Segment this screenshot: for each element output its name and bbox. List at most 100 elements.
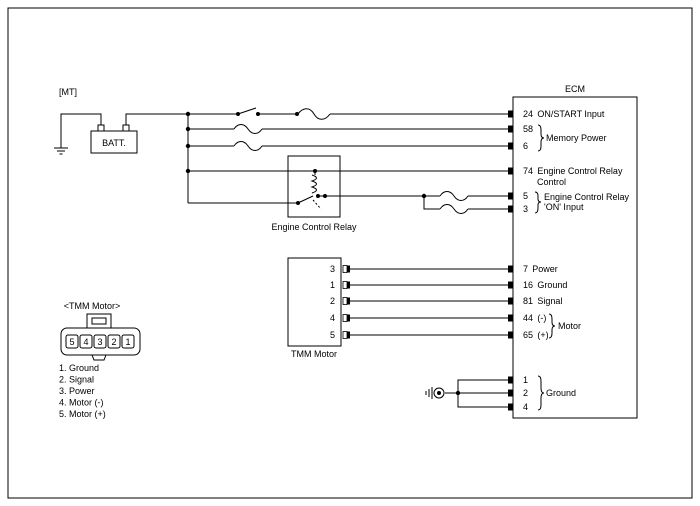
tmm-pin-terminal <box>347 331 350 339</box>
brace-memory-power <box>537 124 545 152</box>
ecm-pin-number: 4 <box>523 402 528 412</box>
diagram-frame <box>7 7 693 499</box>
ecm-pin-terminal <box>508 142 513 150</box>
group-label-relay-control: Control <box>537 177 566 187</box>
ecm-pin-terminal <box>508 389 513 397</box>
tmm-pin-housing <box>342 265 348 273</box>
tmm-pin-number: 3 <box>330 264 335 274</box>
tmm-pin-housing <box>342 281 348 289</box>
ecm-title: ECM <box>565 84 585 94</box>
connector-legend-item: 4. Motor (-) <box>59 398 104 408</box>
wire-junction <box>455 390 461 396</box>
ecm-pin-terminal <box>508 281 513 289</box>
connector-pin-cell <box>65 334 79 349</box>
ecm-pin-terminal <box>508 297 513 305</box>
tmm-pin-number: 1 <box>330 280 335 290</box>
relay-box <box>287 155 341 218</box>
engine-control-relay-label: Engine Control Relay <box>271 222 357 232</box>
tmm-pin-terminal <box>347 297 350 305</box>
connector-housing <box>60 327 141 356</box>
ecm-pin-number: 81 <box>523 296 533 306</box>
ecm-pin-terminal <box>508 192 513 200</box>
ecm-pin-number: 44 <box>523 313 533 323</box>
ecm-pin-terminal <box>508 331 513 339</box>
variant-label: [MT] <box>59 87 77 97</box>
tmm-pin-housing <box>342 331 348 339</box>
ecm-pin-terminal <box>508 265 513 273</box>
connector-title: <TMM Motor> <box>64 301 121 311</box>
ecm-pin-terminal <box>508 167 513 175</box>
ecm-box <box>512 96 638 419</box>
ecm-pin-terminal <box>508 376 513 384</box>
ecm-pin-number: 2 <box>523 388 528 398</box>
connector-pin-cell <box>93 334 107 349</box>
ecm-pin-number: 65 <box>523 330 533 340</box>
battery-ground-wire <box>60 113 102 148</box>
tmm-pin-number: 5 <box>330 330 335 340</box>
brace-ground <box>537 375 545 411</box>
ecm-pin-label: (-) <box>537 313 546 323</box>
connector-pin-number: 5 <box>69 337 74 347</box>
battery-label: BATT. <box>102 138 126 148</box>
ecm-pin-label: ON/START Input <box>537 109 605 119</box>
ecm: ECM <box>512 84 638 419</box>
group-label-ground: Ground <box>546 388 576 398</box>
battery-terminal-positive <box>122 124 130 132</box>
battery-positive-wire <box>125 113 188 125</box>
relay-contact <box>297 195 314 204</box>
group-label-motor: Motor <box>558 321 581 331</box>
ecm-pin-number: 74 <box>523 166 533 176</box>
connector-pin-cell <box>121 334 135 349</box>
connector-pin-cell <box>107 334 121 349</box>
relay-coil <box>310 174 317 194</box>
connector-legend-item: 1. Ground <box>59 363 99 373</box>
fuse-symbol <box>439 204 469 214</box>
ecm-pin-label: Ground <box>537 280 567 290</box>
tmm-pin-number: 2 <box>330 296 335 306</box>
connector-pin-number: 1 <box>125 337 130 347</box>
battery-body <box>90 130 138 154</box>
wire-pin-3 <box>423 196 440 210</box>
ecm-pin-number: 7 <box>523 264 528 274</box>
group-label-relay-on-input: Engine Control Relay <box>544 192 630 202</box>
tmm-pin-terminal <box>347 281 350 289</box>
fuse-symbol <box>233 124 263 134</box>
connector-legend-item: 3. Power <box>59 386 95 396</box>
ecm-pin-number: 3 <box>523 204 528 214</box>
wire-junction <box>295 112 299 116</box>
fuse-symbol <box>297 108 331 120</box>
brace-relay-on-input <box>534 191 542 214</box>
ground-symbol-battery <box>54 147 68 155</box>
fuse-symbol <box>233 141 263 151</box>
ecm-pin-number: 24 <box>523 109 533 119</box>
tmm-pin-terminal <box>347 265 350 273</box>
ecm-pin-terminal <box>508 125 513 133</box>
battery-terminal-negative <box>97 124 105 132</box>
ground-symbol-ecm <box>425 387 445 399</box>
ecm-pin-number: 58 <box>523 124 533 134</box>
tmm-motor-connector <box>60 313 141 361</box>
ecm-pin-label: Power <box>532 264 558 274</box>
ecm-pin-number: 16 <box>523 280 533 290</box>
connector-pin-number: 3 <box>97 337 102 347</box>
group-label-relay-on-input-2: 'ON' Input <box>544 202 584 212</box>
fuse-symbol <box>439 191 469 201</box>
ecm-pin-number: 5 <box>523 191 528 201</box>
ecm-pin-label: Engine Control Relay <box>537 166 623 176</box>
ecm-pin-label: (+) <box>537 330 548 340</box>
ecm-pin-number: 6 <box>523 141 528 151</box>
ecm-pin-terminal <box>508 205 513 213</box>
ecm-pin-terminal <box>508 314 513 322</box>
tmm-motor-label: TMM Motor <box>291 349 337 359</box>
ecm-pin-label: Signal <box>537 296 562 306</box>
connector-legend-item: 2. Signal <box>59 375 94 385</box>
tmm-pin-housing <box>342 314 348 322</box>
ecm-pin-terminal <box>508 403 513 411</box>
connector-pin-cell <box>79 334 93 349</box>
